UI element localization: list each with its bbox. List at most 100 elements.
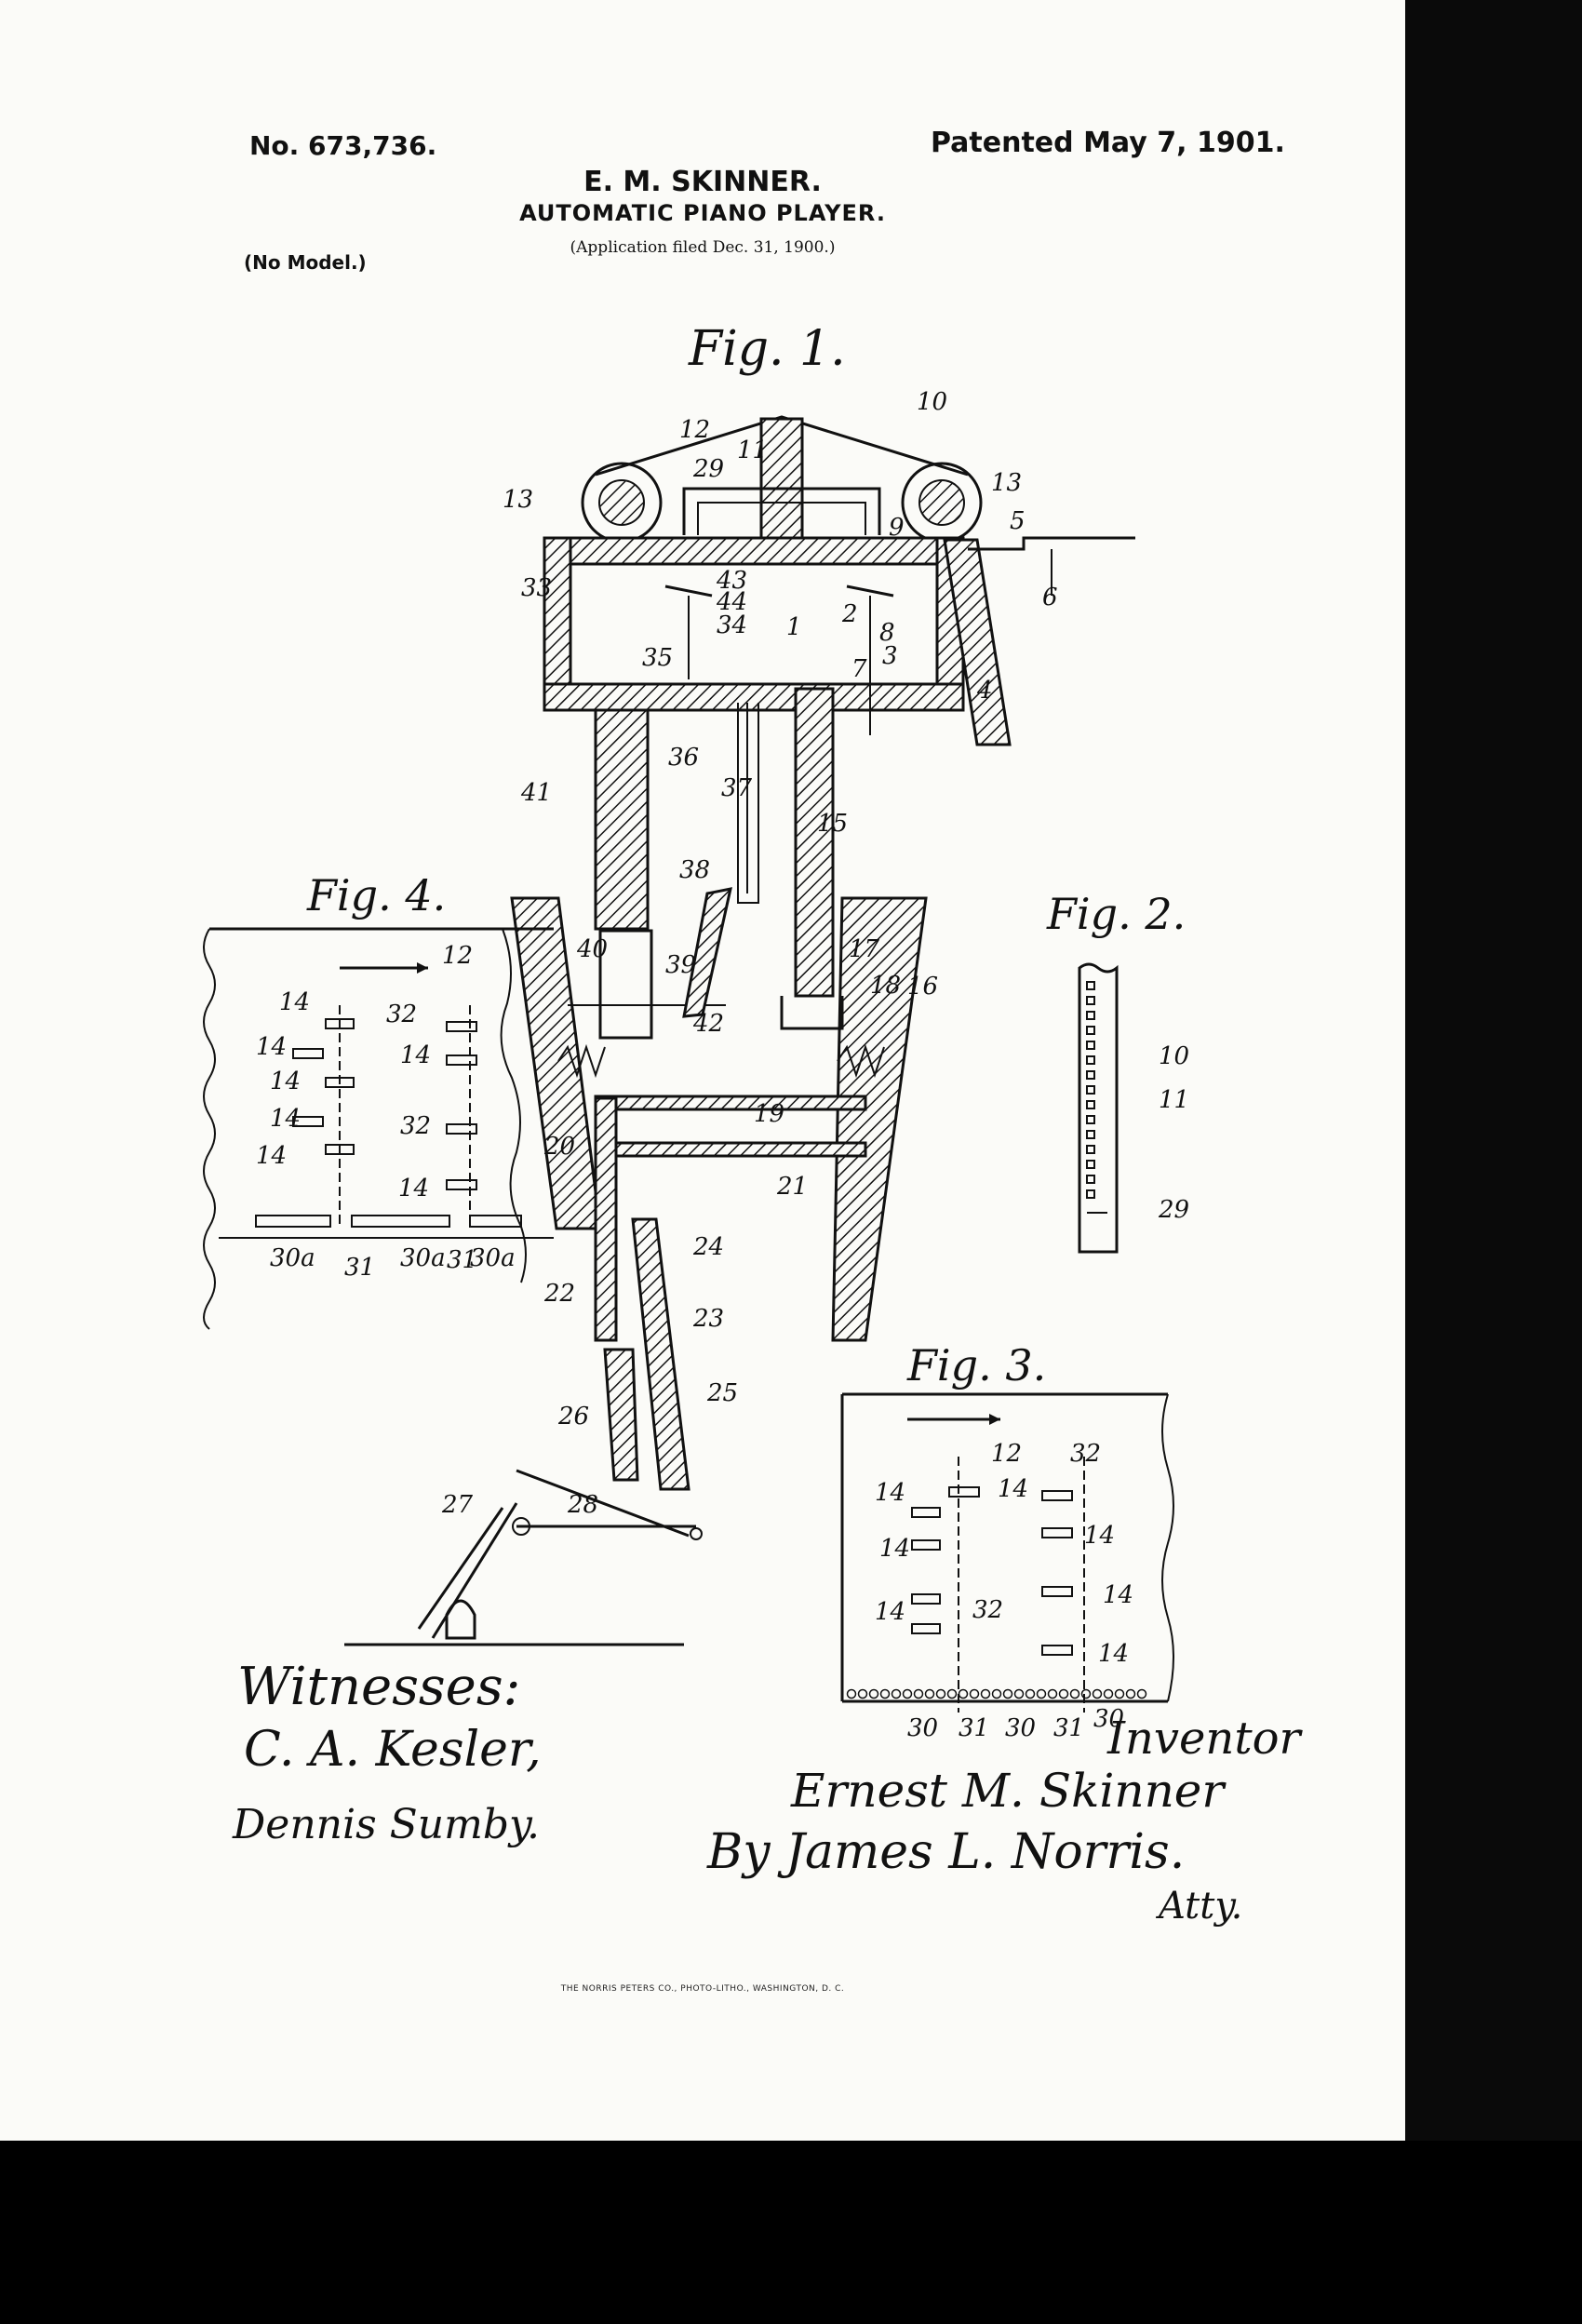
reference-numeral-fig1: 11: [737, 437, 768, 464]
reference-numeral-fig4: 14: [256, 1033, 287, 1061]
reference-numeral-fig3: 30: [1093, 1705, 1124, 1733]
reference-numeral-fig1: 36: [668, 744, 699, 772]
patent-title: AUTOMATIC PIANO PLAYER.: [519, 200, 886, 226]
reference-numeral-fig1: 10: [917, 388, 947, 416]
pipe-15: [794, 687, 835, 998]
attorney-signature: By James L. Norris.: [707, 1824, 1186, 1880]
reference-numeral-fig1: 44: [716, 588, 747, 616]
reference-numeral-fig1: 6: [1042, 584, 1058, 611]
reference-numeral-fig1: 25: [706, 1379, 738, 1407]
music-sheet-path: [595, 415, 969, 477]
reference-numeral-fig3: 30: [907, 1714, 938, 1742]
reference-numeral-fig1: 37: [721, 774, 753, 802]
reference-numeral-fig3: 31: [1053, 1714, 1084, 1742]
reference-numeral-fig1: 42: [692, 1010, 724, 1038]
reference-numeral-fig4: 30a: [270, 1244, 315, 1272]
reference-numeral-fig1: 7: [851, 655, 867, 683]
plate-19: [594, 1095, 867, 1111]
patent-drawing: 1012112913139563343443412837353637441153…: [203, 388, 1189, 1742]
reference-numeral-fig1: 24: [692, 1233, 724, 1261]
reference-numeral-fig1: 8: [879, 619, 895, 647]
reference-numeral-fig2: 10: [1159, 1042, 1189, 1070]
patent-date: Patented May 7, 1901.: [931, 127, 1285, 159]
reference-numeral-fig3: 32: [972, 1596, 1003, 1624]
reference-numeral-fig4: 32: [386, 1001, 417, 1028]
reference-numeral-fig1: 19: [754, 1100, 784, 1128]
reference-numeral-fig1: 34: [717, 611, 747, 639]
reference-numeral-fig1: 21: [776, 1173, 808, 1201]
reference-numeral-fig1: 13: [991, 469, 1022, 497]
figure-4-drawing: [203, 927, 554, 1330]
reference-numeral-fig1: 27: [441, 1491, 474, 1519]
reference-numeral-fig1: 4: [976, 677, 993, 705]
reference-numeral-fig1: 23: [692, 1305, 724, 1333]
reference-numeral-fig3: 14: [1084, 1522, 1115, 1550]
reference-numeral-fig4: 30a: [400, 1244, 446, 1272]
witness-signature-2: Dennis Sumby.: [233, 1801, 540, 1848]
reference-numeral-fig1: 28: [567, 1491, 598, 1519]
reference-numeral-fig4: 31: [447, 1246, 477, 1274]
pipe-41: [594, 708, 650, 931]
reference-numeral-fig4: 32: [400, 1112, 431, 1140]
reference-numeral-fig3: 30: [1005, 1714, 1036, 1742]
reference-numeral-fig3: 14: [998, 1475, 1028, 1503]
reference-numeral-fig4: 14: [256, 1142, 287, 1170]
patent-sheet: No. 673,736. Patented May 7, 1901. E. M.…: [0, 0, 1405, 2141]
reference-numeral-fig1: 38: [679, 856, 710, 884]
reference-numeral-fig1: 9: [889, 514, 905, 542]
reference-numeral-fig4: 14: [400, 1041, 431, 1069]
figure-4-caption: Fig. 4.: [307, 870, 447, 920]
figure-1-drawing: [344, 415, 1135, 1646]
reference-numeral-fig4: 30a: [470, 1244, 516, 1272]
application-date: (Application filed Dec. 31, 1900.): [570, 238, 836, 257]
witnesses-label: Witnesses:: [237, 1657, 521, 1717]
reference-numeral-fig1: 29: [692, 455, 724, 483]
reference-numeral-fig4: 14: [398, 1175, 429, 1202]
reference-numeral-fig3: 14: [875, 1598, 905, 1626]
reference-numeral-fig3: 31: [959, 1714, 989, 1742]
inventor-label: Inventor: [1107, 1713, 1301, 1765]
reference-numeral-fig2: 29: [1158, 1196, 1189, 1224]
figure-3-caption: Fig. 3.: [907, 1340, 1047, 1390]
reference-numeral-fig4: 31: [344, 1254, 375, 1282]
reference-numeral-fig1: 22: [543, 1280, 575, 1308]
reference-numeral-fig3: 12: [991, 1440, 1022, 1468]
figure-2-drawing: [1078, 962, 1119, 1254]
reference-numeral-fig1: 12: [679, 416, 710, 444]
witness-signature-1: C. A. Kesler,: [244, 1722, 542, 1778]
scan-border-right: [1405, 0, 1582, 2141]
reference-numeral-fig2: 11: [1159, 1086, 1189, 1114]
reference-numeral-fig1: 43: [716, 567, 747, 595]
patent-number: No. 673,736.: [249, 130, 437, 161]
attorney-label: Atty.: [1159, 1885, 1243, 1928]
model-note: (No Model.): [244, 251, 367, 274]
reference-numeral-fig1: 39: [665, 951, 696, 979]
inventor-signature: Ernest M. Skinner: [791, 1764, 1225, 1818]
reference-numeral-fig4: 14: [279, 988, 310, 1016]
reference-numeral-fig3: 32: [1070, 1440, 1101, 1468]
reference-numeral-fig1: 15: [817, 810, 848, 838]
lithographer-credit: THE NORRIS PETERS CO., PHOTO-LITHO., WAS…: [560, 1984, 845, 1994]
reference-numeral-fig1: 2: [841, 600, 858, 628]
reference-numeral-fig1: 3: [882, 642, 898, 670]
reference-numeral-fig1: 5: [1010, 507, 1026, 535]
arm-4: [943, 538, 1012, 746]
reference-numeral-fig1: 20: [543, 1133, 575, 1161]
bellows-right: [831, 896, 928, 1342]
reference-numeral-fig1: 26: [557, 1403, 589, 1431]
pedal-27: [417, 1507, 504, 1630]
reference-numeral-fig4: 12: [442, 942, 473, 970]
reference-numeral-fig4: 14: [270, 1068, 301, 1095]
figure-2-caption: Fig. 2.: [1047, 889, 1186, 939]
reference-numeral-fig4: 14: [270, 1105, 301, 1133]
reference-numeral-fig1: 16: [907, 973, 938, 1001]
inventor-name-heading: E. M. SKINNER.: [583, 166, 822, 198]
rod-23: [631, 1217, 690, 1491]
reference-numeral-fig3: 14: [875, 1479, 905, 1507]
reference-numeral-fig1: 13: [503, 486, 533, 514]
reference-numeral-fig1: 41: [520, 779, 552, 807]
reference-numeral-fig3: 14: [879, 1535, 910, 1563]
reference-numeral-fig1: 17: [849, 935, 880, 963]
figure-3-drawing: [840, 1392, 1174, 1713]
